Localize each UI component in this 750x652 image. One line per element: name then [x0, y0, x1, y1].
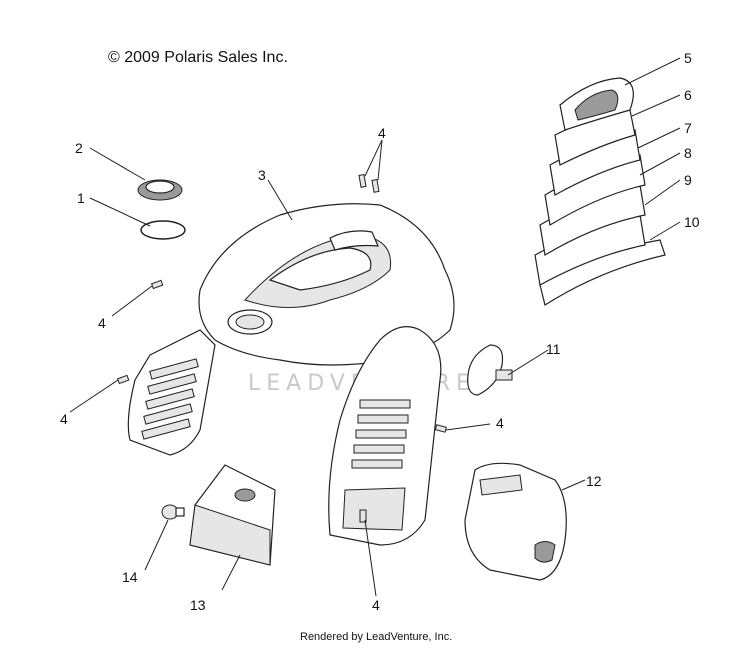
callout-4-top: 4 [378, 125, 386, 141]
callout-14: 14 [122, 569, 138, 585]
gauge-stack-parts-5-10[interactable] [534, 77, 666, 306]
part-2-bezel-ring[interactable] [137, 179, 183, 201]
callout-labels: 2 1 3 4 4 4 4 4 5 6 7 8 9 10 11 12 13 14 [60, 50, 700, 613]
callout-8: 8 [684, 145, 692, 161]
leader-lines [69, 57, 681, 597]
callout-12: 12 [586, 473, 602, 489]
callout-7: 7 [684, 120, 692, 136]
callout-4-right: 4 [496, 415, 504, 431]
footer-credit: Rendered by LeadVenture, Inc. [300, 631, 452, 643]
callout-4-left-upper: 4 [98, 315, 106, 331]
part-11-switch[interactable] [467, 344, 513, 396]
part-3-console-hood[interactable] [198, 203, 455, 366]
part-14-plug[interactable] [161, 504, 185, 520]
part-13-cover-panel[interactable] [189, 464, 276, 566]
callout-4-bottom: 4 [372, 597, 380, 613]
callout-2: 2 [75, 140, 83, 156]
right-vent-panel[interactable] [328, 326, 442, 546]
callout-1: 1 [77, 190, 85, 206]
callout-6: 6 [684, 87, 692, 103]
copyright-text: © 2009 Polaris Sales Inc. [108, 49, 288, 66]
callout-11: 11 [546, 341, 561, 357]
part-12-housing[interactable] [464, 462, 567, 581]
callout-4-left-lower: 4 [60, 411, 68, 427]
callout-5: 5 [684, 50, 692, 66]
screws-part-4[interactable] [116, 173, 447, 523]
callout-3: 3 [258, 167, 266, 183]
callout-13: 13 [190, 597, 206, 613]
callout-10: 10 [684, 214, 700, 230]
part-1-o-ring[interactable] [140, 220, 186, 240]
left-vent-panel[interactable] [127, 329, 216, 456]
callout-9: 9 [684, 172, 692, 188]
